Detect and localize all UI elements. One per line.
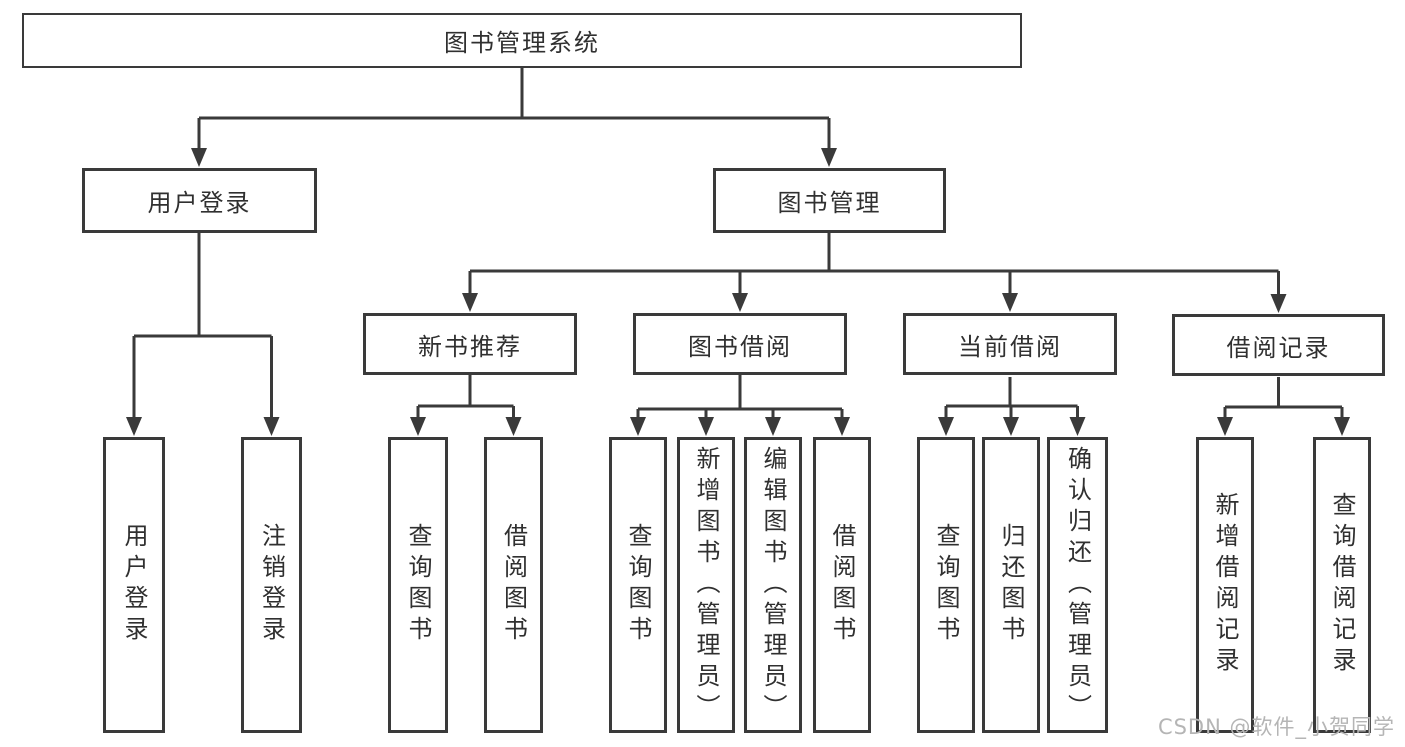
node-new-book-recommend: 新书推荐 bbox=[363, 313, 577, 375]
leaf-borrow-book: 借阅图书 bbox=[813, 437, 871, 733]
leaf-add-borrow-record: 新增借阅记录 bbox=[1196, 437, 1254, 733]
leaf-query-book-recommend: 查询图书 bbox=[388, 437, 448, 733]
node-book-borrow: 图书借阅 bbox=[633, 313, 847, 375]
leaf-edit-book-admin: 编辑图书（管理员） bbox=[744, 437, 802, 733]
leaf-query-borrow-record: 查询借阅记录 bbox=[1313, 437, 1371, 733]
leaf-query-book-borrow: 查询图书 bbox=[609, 437, 667, 733]
leaf-confirm-return-admin: 确认归还（管理员） bbox=[1047, 437, 1108, 733]
leaf-add-book-admin: 新增图书（管理员） bbox=[677, 437, 735, 733]
arrowheads bbox=[126, 148, 1350, 436]
leaf-borrow-book-recommend: 借阅图书 bbox=[484, 437, 543, 733]
node-current-borrow: 当前借阅 bbox=[903, 313, 1117, 375]
leaf-query-book-current: 查询图书 bbox=[917, 437, 975, 733]
leaf-return-book: 归还图书 bbox=[982, 437, 1040, 733]
leaf-user-login: 用户登录 bbox=[103, 437, 165, 733]
node-book-management: 图书管理 bbox=[713, 168, 946, 233]
node-borrow-record: 借阅记录 bbox=[1172, 314, 1385, 376]
node-user-login: 用户登录 bbox=[82, 168, 317, 233]
node-root-system: 图书管理系统 bbox=[22, 13, 1022, 68]
leaf-logout-login: 注销登录 bbox=[241, 437, 302, 733]
csdn-watermark: CSDN @软件_小贺同学 bbox=[1157, 715, 1395, 739]
